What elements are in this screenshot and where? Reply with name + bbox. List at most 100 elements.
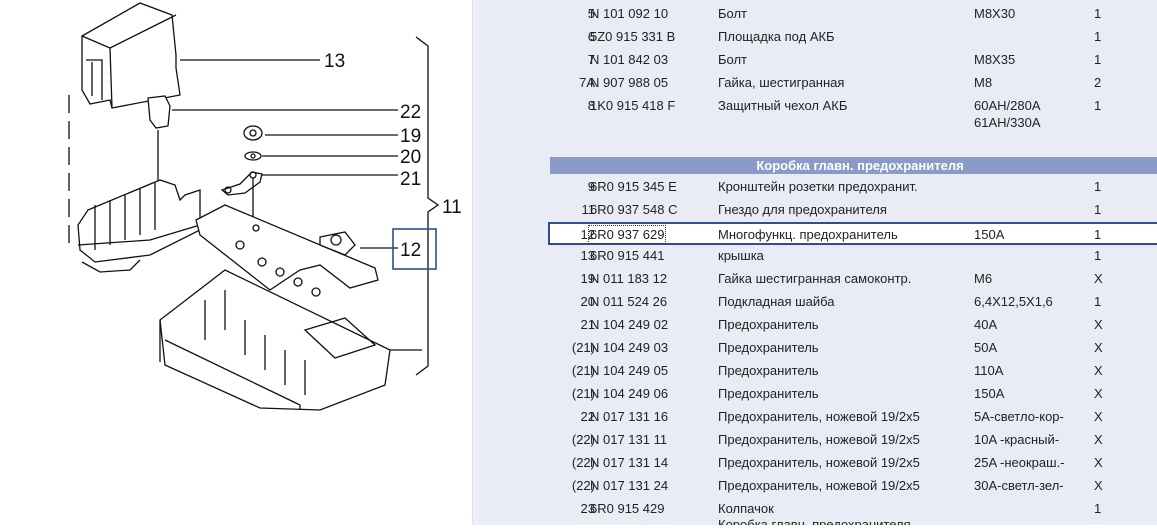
position-cell: 13	[580, 248, 595, 263]
part-number-cell: 6R0 915 345 E	[590, 179, 677, 194]
description-cell: Болт	[718, 52, 748, 67]
part-number-cell: N 011 524 26	[590, 294, 668, 309]
cover-part-illustration	[81, 2, 181, 109]
callout-11[interactable]: 11	[442, 197, 462, 218]
quantity-cell: X	[1094, 386, 1103, 401]
callout-19[interactable]: 19	[400, 126, 421, 147]
position-cell: (22)	[571, 455, 595, 470]
callout-leaders	[172, 36, 440, 376]
part-number-cell: N 017 131 14	[590, 455, 669, 470]
note-cell: M8	[974, 75, 993, 90]
part-number-cell: 6R0 915 441	[590, 248, 665, 263]
quantity-cell: X	[1094, 432, 1103, 447]
position-cell: 11	[581, 202, 596, 217]
position-cell: 19	[580, 271, 595, 286]
description-cell: Болт	[718, 6, 748, 21]
description-cell: Гнездо для предохранителя	[718, 202, 887, 217]
position-cell: 21	[580, 317, 595, 332]
note-cell-line2: 61AH/330A	[974, 115, 1041, 130]
part-number-cell: N 101 842 03	[590, 52, 669, 67]
callout-13[interactable]: 13	[324, 51, 345, 72]
description-cell: Кронштейн розетки предохранит.	[718, 179, 918, 194]
note-cell: 150A	[974, 386, 1005, 401]
position-cell: 9	[587, 179, 595, 194]
note-cell: 40A	[974, 317, 998, 332]
callout-20[interactable]: 20	[400, 147, 421, 168]
description-cell: Многофункц. предохранитель	[718, 227, 898, 242]
description-cell: Колпачок	[718, 501, 774, 516]
callout-21[interactable]: 21	[400, 169, 421, 190]
quantity-cell: X	[1094, 271, 1103, 286]
quantity-cell: X	[1094, 340, 1103, 355]
note-cell: M6	[974, 271, 993, 286]
position-cell: (21)	[571, 340, 595, 355]
description-cell: Гайка шестигранная самоконтр.	[718, 271, 912, 286]
callout-22[interactable]: 22	[400, 102, 421, 123]
quantity-cell: 1	[1094, 179, 1102, 194]
part-number-cell: N 104 249 05	[590, 363, 669, 378]
note-cell: 10A -красный-	[974, 432, 1060, 447]
part-number-cell: N 017 131 16	[590, 409, 669, 424]
description-cell: Предохранитель	[718, 317, 819, 332]
quantity-cell: 1	[1094, 52, 1102, 67]
blade-fuse-illustration	[147, 95, 171, 129]
quantity-cell: 1	[1094, 202, 1102, 217]
note-cell: 6,4X12,5X1,6	[974, 294, 1053, 309]
quantity-cell: 1	[1094, 98, 1102, 113]
part-number-cell: N 104 249 03	[590, 340, 669, 355]
description-cell: Предохранитель	[718, 386, 819, 401]
quantity-cell: X	[1094, 317, 1103, 332]
quantity-cell: X	[1094, 455, 1103, 470]
position-cell: 20	[580, 294, 595, 309]
part-number-cell: N 907 988 05	[590, 75, 669, 90]
panel-splitter[interactable]	[472, 0, 479, 525]
position-cell: (21)	[571, 386, 595, 401]
position-cell: (21)	[571, 363, 595, 378]
description-cell: Гайка, шестигранная	[718, 75, 845, 90]
quantity-cell: 1	[1094, 248, 1102, 263]
trailing-text: Коробка главн. предохранителя	[718, 517, 911, 525]
multifuse-illustration	[195, 204, 379, 297]
position-cell: 7A	[579, 75, 595, 90]
quantity-cell: 1	[1094, 294, 1102, 309]
note-cell: 150A	[974, 227, 1005, 242]
group-header: Коробка главн. предохранителя	[550, 157, 1157, 174]
callout-12[interactable]: 12	[400, 240, 421, 261]
part-number-cell: 6R0 937 629	[587, 225, 667, 244]
position-cell: (22)	[571, 432, 595, 447]
part-number-cell: N 101 092 10	[590, 6, 669, 21]
table-row-partial[interactable]: Коробка главн. предохранителя	[550, 514, 1157, 525]
note-cell: 30A-светл-зел-	[974, 478, 1064, 493]
note-cell: M8X30	[974, 6, 1016, 21]
fuse-socket-illustration	[68, 95, 201, 273]
description-cell: Предохранитель, ножевой 19/2x5	[718, 409, 920, 424]
note-cell: 5A-светло-кор-	[974, 409, 1064, 424]
note-cell: 25A -неокраш.-	[974, 455, 1065, 470]
quantity-cell: 1	[1094, 6, 1102, 21]
fuse-box-base-illustration	[159, 269, 391, 411]
position-cell: 5	[587, 6, 595, 21]
parts-diagram: 13 22 19 20 21 11 12	[0, 0, 472, 525]
part-number-cell: N 017 131 11	[590, 432, 668, 447]
part-number-cell: 5Z0 915 331 B	[590, 29, 676, 44]
